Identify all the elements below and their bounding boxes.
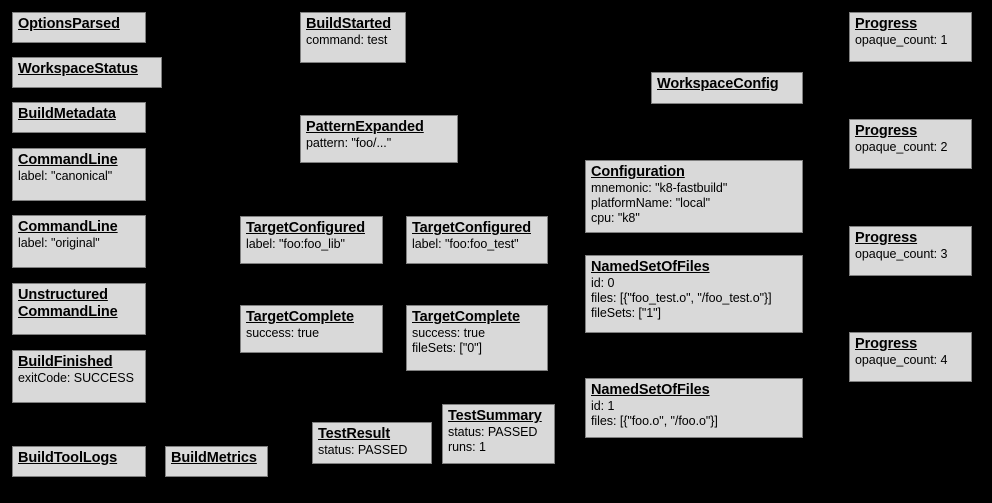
node-fields: opaque_count: 4 [855,353,966,368]
node-title: TargetComplete [412,309,520,325]
node-field: id: 1 [591,399,615,413]
node-build-metrics[interactable]: BuildMetrics [165,446,268,477]
node-options-parsed[interactable]: OptionsParsed [12,12,146,43]
node-field: success: true [246,326,319,340]
node-title: CommandLine [18,219,118,235]
node-title: WorkspaceStatus [18,61,138,77]
node-title: TargetConfigured [412,220,531,236]
node-title: TargetConfigured [246,220,365,236]
node-title: Progress [855,16,918,32]
node-title: Progress [855,230,918,246]
node-field: opaque_count: 2 [855,140,948,154]
node-fields: label: "canonical" [18,169,140,184]
node-field: label: "foo:foo_test" [412,237,519,251]
node-title: TargetComplete [246,309,354,325]
node-build-metadata[interactable]: BuildMetadata [12,102,146,133]
node-title: TestResult [318,426,391,442]
node-fields: label: "original" [18,236,140,251]
node-fields: opaque_count: 1 [855,33,966,48]
node-field: cpu: "k8" [591,211,640,225]
node-fields: success: true [246,326,377,341]
node-title: BuildMetrics [171,450,257,466]
node-title: OptionsParsed [18,16,120,32]
node-field: mnemonic: "k8-fastbuild" [591,181,728,195]
node-fields: opaque_count: 3 [855,247,966,262]
node-field: opaque_count: 4 [855,353,948,367]
node-title: Progress [855,336,918,352]
node-field: platformName: "local" [591,196,710,210]
node-field: label: "foo:foo_lib" [246,237,345,251]
node-fields: mnemonic: "k8-fastbuild"platformName: "l… [591,181,797,226]
node-fields: pattern: "foo/..." [306,136,452,151]
node-fields: command: test [306,33,400,48]
node-workspace-status[interactable]: WorkspaceStatus [12,57,162,88]
node-field: fileSets: ["0"] [412,341,482,355]
node-title: NamedSetOfFiles [591,259,710,275]
node-title: WorkspaceConfig [657,76,779,92]
node-title: PatternExpanded [306,119,424,135]
node-title: BuildStarted [306,16,392,32]
node-field: opaque_count: 3 [855,247,948,261]
node-fields: status: PASSED [318,443,426,458]
node-title: NamedSetOfFiles [591,382,710,398]
node-title: TestSummary [448,408,542,424]
node-fields: label: "foo:foo_lib" [246,237,377,252]
node-field: exitCode: SUCCESS [18,371,134,385]
node-fields: exitCode: SUCCESS [18,371,140,386]
node-title: BuildMetadata [18,106,116,122]
node-field: command: test [306,33,388,47]
node-title: CommandLine [18,152,118,168]
node-title: Unstructured CommandLine [18,287,118,320]
node-title: BuildFinished [18,354,113,370]
node-field: status: PASSED [318,443,408,457]
node-field: pattern: "foo/..." [306,136,392,150]
node-workspace-config[interactable]: WorkspaceConfig [651,72,803,104]
node-title: BuildToolLogs [18,450,118,466]
node-build-tool-logs[interactable]: BuildToolLogs [12,446,146,477]
node-field: success: true [412,326,485,340]
node-field: label: "original" [18,236,100,250]
node-field: files: [{"foo_test.o", "/foo_test.o"}] [591,291,772,305]
node-fields: label: "foo:foo_test" [412,237,542,252]
node-title: Progress [855,123,918,139]
node-field: files: [{"foo.o", "/foo.o"}] [591,414,718,428]
node-field: runs: 1 [448,440,486,454]
node-title: Configuration [591,164,685,180]
node-field: id: 0 [591,276,615,290]
node-field: status: PASSED [448,425,538,439]
node-field: fileSets: ["1"] [591,306,661,320]
node-field: opaque_count: 1 [855,33,948,47]
node-field: label: "canonical" [18,169,113,183]
node-unstructured-command-line[interactable]: Unstructured CommandLine [12,283,146,335]
node-fields: opaque_count: 2 [855,140,966,155]
